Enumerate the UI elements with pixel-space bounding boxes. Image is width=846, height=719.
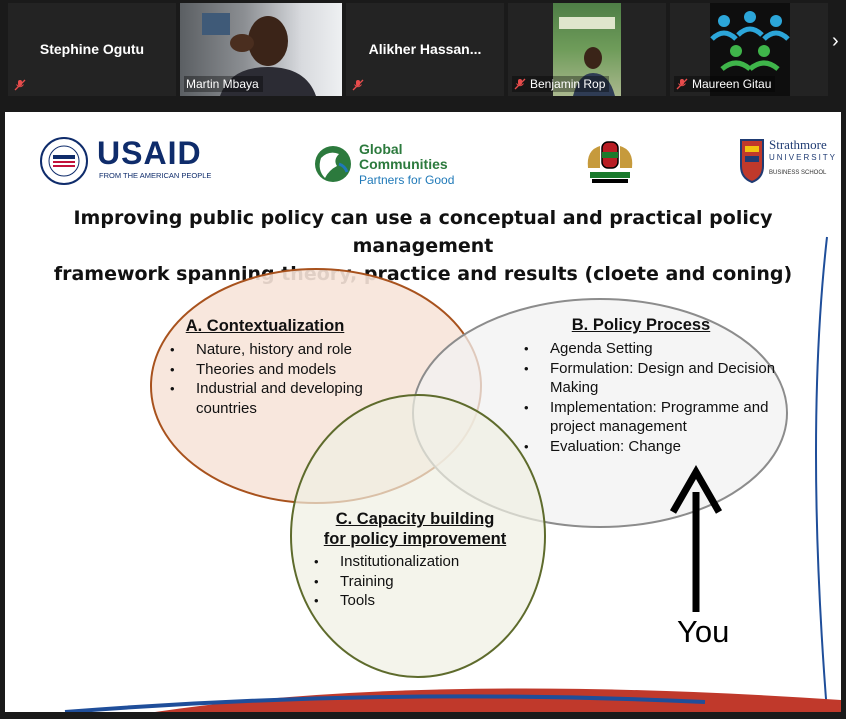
mic-muted-icon <box>514 78 526 90</box>
list-item: Theories and models <box>196 360 406 380</box>
circle-b-heading: B. Policy Process <box>548 316 734 335</box>
circle-b-list: Agenda Setting Formulation: Design and D… <box>522 339 790 456</box>
list-item: Industrial and developing countries <box>196 379 406 418</box>
list-item: Tools <box>340 591 530 611</box>
circle-c-list: Institutionalization Training Tools <box>312 552 530 611</box>
shared-slide: USAID FROM THE AMERICAN PEOPLE Global Co… <box>5 112 841 712</box>
list-item: Institutionalization <box>340 552 530 572</box>
participant-tile-maureen[interactable]: Maureen Gitau <box>670 3 828 96</box>
list-item: Implementation: Programme and project ma… <box>550 398 790 437</box>
participant-name: Martin Mbaya <box>186 77 259 91</box>
participant-name: Alikher Hassan... <box>346 41 504 57</box>
mic-muted-icon <box>676 78 688 90</box>
circle-c-heading: C. Capacity building for policy improvem… <box>305 509 525 549</box>
list-item: Formulation: Design and Decision Making <box>550 359 790 398</box>
circle-a-heading: A. Contextualization <box>170 317 360 336</box>
participant-tile-stephine[interactable]: Stephine Ogutu <box>8 3 176 96</box>
circle-a-list: Nature, history and role Theories and mo… <box>168 340 406 418</box>
participant-tile-benjamin[interactable]: Benjamin Rop <box>508 3 666 96</box>
list-item: Nature, history and role <box>196 340 406 360</box>
participant-name: Stephine Ogutu <box>8 41 176 57</box>
participant-name: Benjamin Rop <box>530 77 605 91</box>
slide-edge-curve <box>816 237 827 712</box>
list-item: Evaluation: Change <box>550 437 790 457</box>
list-item: Agenda Setting <box>550 339 790 359</box>
mic-muted-icon <box>352 79 364 91</box>
participant-name: Maureen Gitau <box>692 77 771 91</box>
participant-tile-martin[interactable]: Martin Mbaya <box>180 3 342 96</box>
list-item: Training <box>340 572 530 592</box>
you-annotation: You <box>677 614 729 650</box>
participant-tile-alikher[interactable]: Alikher Hassan... <box>346 3 504 96</box>
next-participants-arrow[interactable]: › <box>832 30 846 60</box>
mic-muted-icon <box>14 79 26 91</box>
